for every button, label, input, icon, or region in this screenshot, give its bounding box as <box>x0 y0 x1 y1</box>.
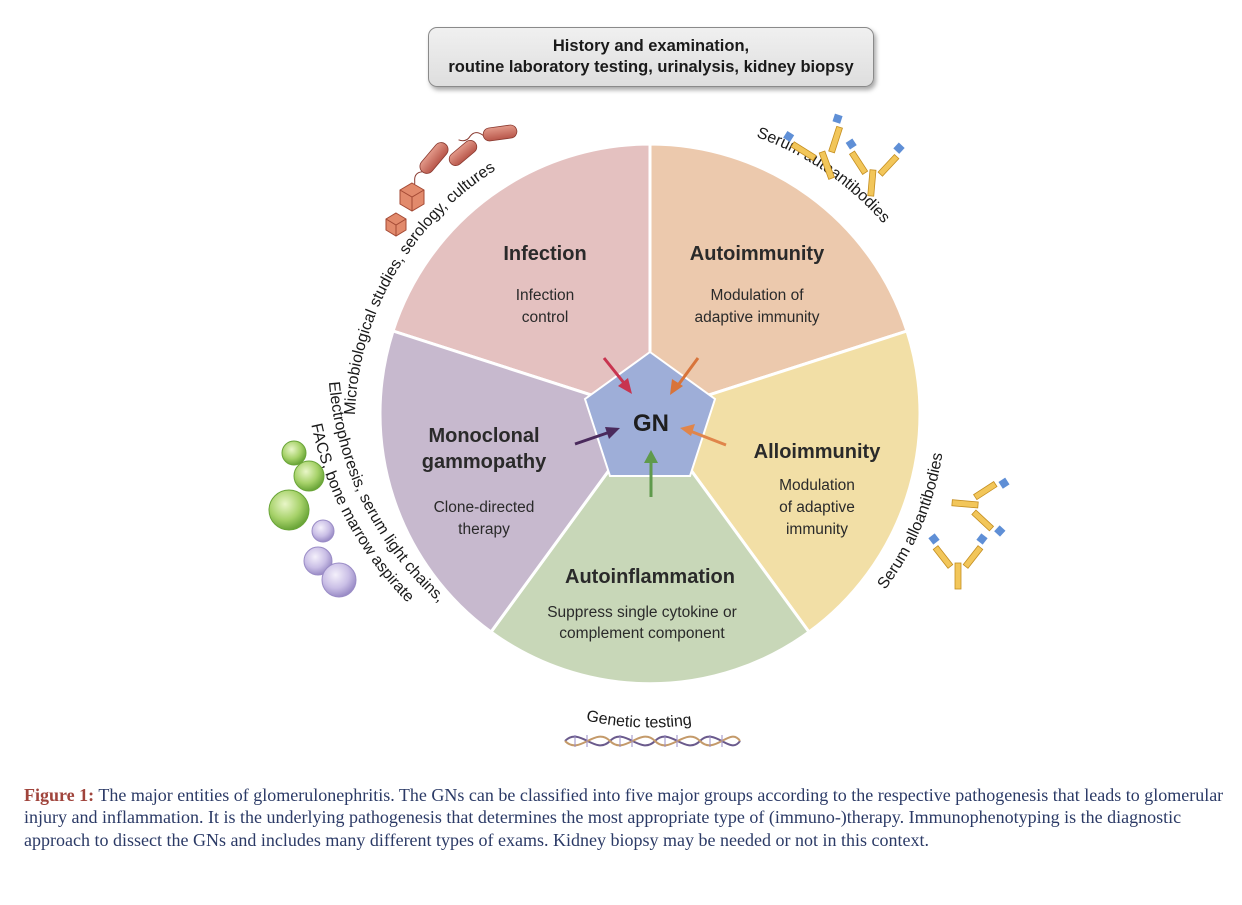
figure-caption-text: The major entities of glomerulonephritis… <box>24 785 1224 850</box>
label-genetic: Genetic testing <box>585 708 693 732</box>
autoimmunity-sub2: adaptive immunity <box>695 309 820 326</box>
monoclonal-title2: gammopathy <box>422 451 547 473</box>
figure-caption: Figure 1: The major entities of glomerul… <box>24 784 1224 851</box>
dna-helix-icon <box>564 735 741 747</box>
top-box-line1: History and examination, <box>552 37 750 55</box>
monoclonal-sub1: Clone-directed <box>434 499 535 516</box>
alloantibody-icon <box>928 477 1010 590</box>
monoclonal-sub2: therapy <box>458 521 510 538</box>
plasma-cell-icon <box>268 440 357 598</box>
alloimmunity-sub1: Modulation <box>779 477 855 494</box>
autoimmunity-title: Autoimmunity <box>690 243 825 265</box>
virus-icon <box>385 182 425 237</box>
arrow-alloimmunity <box>680 424 727 447</box>
gn-center-label: GN <box>633 410 669 437</box>
autoinflammation-sub2: complement component <box>559 625 725 642</box>
alloimmunity-title: Alloimmunity <box>754 441 882 463</box>
autoinflammation-title: Autoinflammation <box>565 566 735 588</box>
alloimmunity-sub3: immunity <box>786 521 848 538</box>
segment-autoimmunity <box>648 142 909 417</box>
arrow-infection <box>602 357 632 394</box>
antibody-icon <box>783 113 905 197</box>
infection-title: Infection <box>503 243 586 265</box>
arrow-monoclonal <box>574 427 620 446</box>
top-header-box: History and examination, routine laborat… <box>428 27 874 87</box>
autoimmunity-sub1: Modulation of <box>710 287 804 304</box>
segment-monoclonal <box>378 329 653 635</box>
segment-alloimmunity <box>647 329 922 635</box>
infection-sub2: control <box>522 309 569 326</box>
arrow-autoimmunity <box>670 357 700 395</box>
top-box-line2: routine laboratory testing, urinalysis, … <box>448 58 854 76</box>
segment-autoinflammation <box>488 411 812 686</box>
figure-caption-label: Figure 1: <box>24 785 95 805</box>
autoinflammation-sub1: Suppress single cytokine or <box>547 604 737 621</box>
infection-sub1: Infection <box>516 287 575 304</box>
monoclonal-title1: Monoclonal <box>428 425 539 447</box>
arrow-autoinflammation <box>644 450 658 497</box>
segment-infection <box>391 142 652 417</box>
alloimmunity-sub2: of adaptive <box>779 499 855 516</box>
